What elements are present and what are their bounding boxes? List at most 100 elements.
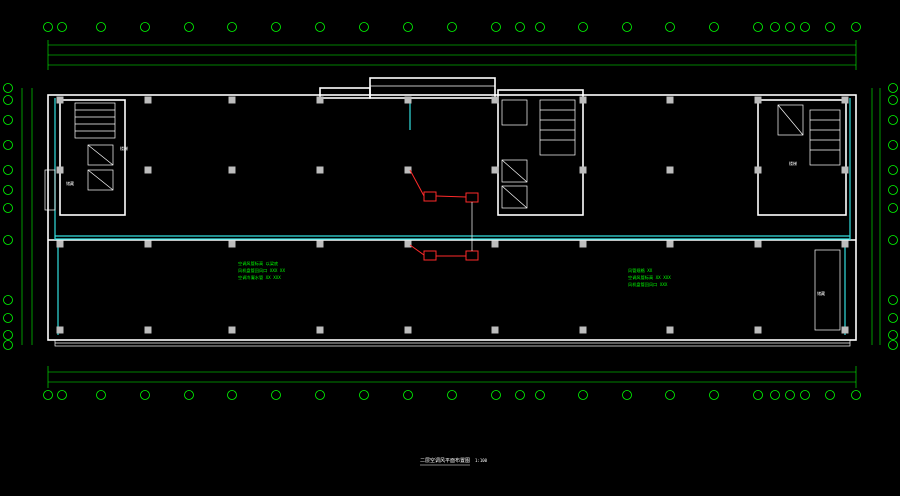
column <box>841 326 849 334</box>
axis-bubble <box>888 330 898 340</box>
left-core <box>44 99 126 216</box>
column <box>841 166 849 174</box>
notes-right: 风管规格 XX 空调风管标高 XX XXX 风机盘管回风口 XXX <box>628 267 671 288</box>
axis-bubble <box>515 390 525 400</box>
column <box>228 96 236 104</box>
column <box>841 240 849 248</box>
axis-bubble <box>578 390 588 400</box>
axis-bubble <box>184 22 194 32</box>
ahu-unit-1 <box>423 191 437 202</box>
stair-label-right: 楼梯 <box>789 160 797 166</box>
axis-bubble <box>753 390 763 400</box>
column <box>579 166 587 174</box>
axis-bubble <box>800 390 810 400</box>
bottom-dimension-lines <box>47 366 857 388</box>
column <box>228 166 236 174</box>
drawing-title-block: 二层空调风平面布置图 1:100 <box>420 457 488 466</box>
axis-bubble <box>227 390 237 400</box>
note-left-2: 风机盘管回风口 XXX XX <box>238 267 285 274</box>
axis-bubble <box>3 235 13 245</box>
axis-bubble <box>3 313 13 323</box>
axis-bubble <box>825 22 835 32</box>
axis-bubble <box>622 390 632 400</box>
notes-left: 空调风管标高 以梁底 风机盘管回风口 XXX XX 空调冷凝水管 XX XXX <box>238 260 285 281</box>
note-right-2: 空调风管标高 XX XXX <box>628 274 671 281</box>
building-outline <box>47 77 857 347</box>
axis-bubble <box>227 22 237 32</box>
axis-bubble <box>825 390 835 400</box>
axis-bubble <box>43 22 53 32</box>
ahu-unit-2 <box>465 192 479 203</box>
axis-bubble <box>888 95 898 105</box>
axis-bubble <box>785 22 795 32</box>
room-label-right: 储藏 <box>817 290 825 296</box>
main-duct <box>54 98 851 335</box>
axis-bubble <box>535 390 545 400</box>
axis-bubble <box>785 390 795 400</box>
ahu-unit-4 <box>465 250 479 261</box>
column <box>404 240 412 248</box>
axis-bubble <box>3 115 13 125</box>
axis-bubble <box>851 22 861 32</box>
column <box>404 96 412 104</box>
column <box>56 240 64 248</box>
column <box>316 326 324 334</box>
column <box>754 326 762 334</box>
column <box>316 96 324 104</box>
column <box>404 326 412 334</box>
column <box>144 166 152 174</box>
axis-bubble <box>491 22 501 32</box>
note-left-1: 空调风管标高 以梁底 <box>238 260 278 267</box>
column <box>228 240 236 248</box>
axis-bubble <box>57 22 67 32</box>
axis-bubble <box>96 390 106 400</box>
axis-bubble <box>491 390 501 400</box>
axis-bubble <box>3 330 13 340</box>
structural-columns <box>56 96 849 334</box>
axis-bubble <box>888 313 898 323</box>
axis-bubble <box>888 140 898 150</box>
column <box>144 240 152 248</box>
note-right-1: 风管规格 XX <box>628 267 653 274</box>
axis-bubble <box>888 165 898 175</box>
axis-bubble <box>535 22 545 32</box>
note-left-3: 空调冷凝水管 XX XXX <box>238 274 281 281</box>
column <box>579 240 587 248</box>
axis-bubble <box>3 295 13 305</box>
axis-bubble <box>888 295 898 305</box>
column <box>579 96 587 104</box>
center-core <box>497 89 584 216</box>
side-dimension-lines <box>21 88 881 345</box>
axis-bubble <box>770 390 780 400</box>
axis-bubble <box>665 22 675 32</box>
column <box>56 326 64 334</box>
column <box>404 166 412 174</box>
column <box>666 96 674 104</box>
column <box>144 326 152 334</box>
column <box>841 96 849 104</box>
grid-axis-bubbles <box>3 22 898 400</box>
column <box>491 96 499 104</box>
axis-bubble <box>447 22 457 32</box>
axis-bubble <box>359 22 369 32</box>
axis-bubble <box>140 390 150 400</box>
axis-bubble <box>800 22 810 32</box>
axis-bubble <box>3 140 13 150</box>
axis-bubble <box>3 165 13 175</box>
column <box>754 166 762 174</box>
column <box>754 96 762 104</box>
drawing-scale: 1:100 <box>475 458 488 463</box>
axis-bubble <box>3 340 13 350</box>
room-label-left: 储藏 <box>66 180 74 186</box>
axis-bubble <box>888 83 898 93</box>
axis-bubble <box>709 390 719 400</box>
column <box>56 166 64 174</box>
column <box>666 326 674 334</box>
axis-bubble <box>96 22 106 32</box>
drawing-title: 二层空调风平面布置图 <box>420 457 470 464</box>
axis-bubble <box>140 22 150 32</box>
axis-bubble <box>888 185 898 195</box>
right-core <box>757 99 847 331</box>
axis-bubble <box>315 22 325 32</box>
